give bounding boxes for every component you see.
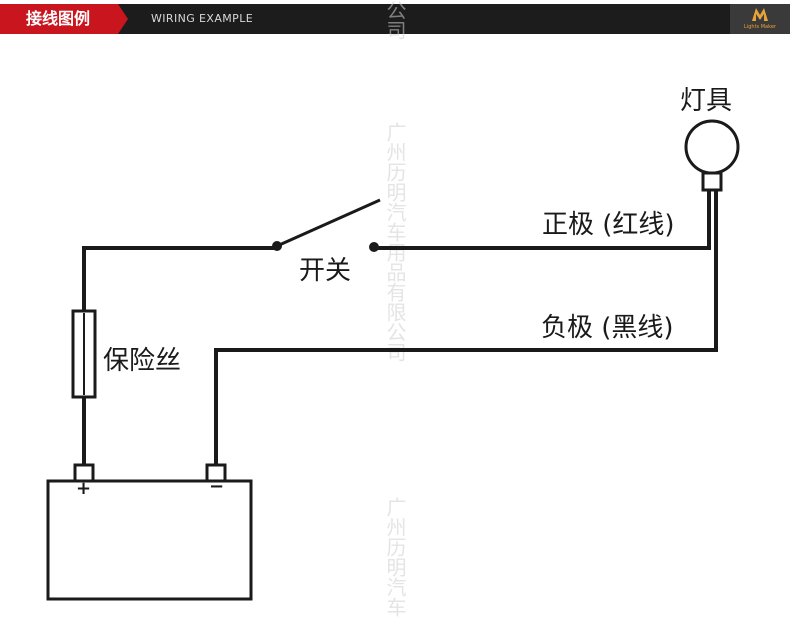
battery bbox=[46, 479, 253, 601]
header-title: 接线图例 bbox=[0, 4, 118, 34]
header-subtitle: WIRING EXAMPLE bbox=[151, 12, 254, 25]
brand-logo-icon bbox=[752, 8, 768, 21]
watermark-middle: 广州历明汽车用品有限公司 bbox=[383, 122, 407, 362]
header-bar: 接线图例 WIRING EXAMPLE Lights Maker bbox=[0, 4, 790, 34]
brand-logo: Lights Maker bbox=[730, 4, 790, 34]
watermark-top: 公司 bbox=[383, 0, 406, 40]
negative-wire-label: 负极 (黑线) bbox=[541, 313, 674, 343]
lamp-base bbox=[701, 171, 723, 192]
switch-blade bbox=[276, 198, 381, 248]
switch-contact-right bbox=[369, 242, 379, 252]
positive-wire bbox=[374, 191, 711, 250]
switch-to-fuse-wire bbox=[82, 246, 277, 310]
battery-positive-terminal bbox=[73, 463, 95, 483]
fuse-label: 保险丝 bbox=[103, 346, 182, 376]
lamp-label: 灯具 bbox=[680, 86, 733, 116]
battery-plus-label: + bbox=[76, 478, 92, 499]
positive-wire-label: 正极 (红线) bbox=[542, 210, 675, 240]
watermark-bottom: 广州历明汽车 bbox=[383, 497, 406, 617]
battery-minus-label: − bbox=[209, 476, 225, 497]
battery-negative-terminal bbox=[205, 463, 227, 483]
header-tab-arrow bbox=[118, 4, 128, 34]
switch-contact-left bbox=[272, 241, 282, 251]
brand-text: Lights Maker bbox=[744, 24, 776, 30]
switch-label: 开关 bbox=[299, 256, 352, 286]
lamp bbox=[684, 119, 740, 175]
negative-wire bbox=[214, 191, 718, 466]
